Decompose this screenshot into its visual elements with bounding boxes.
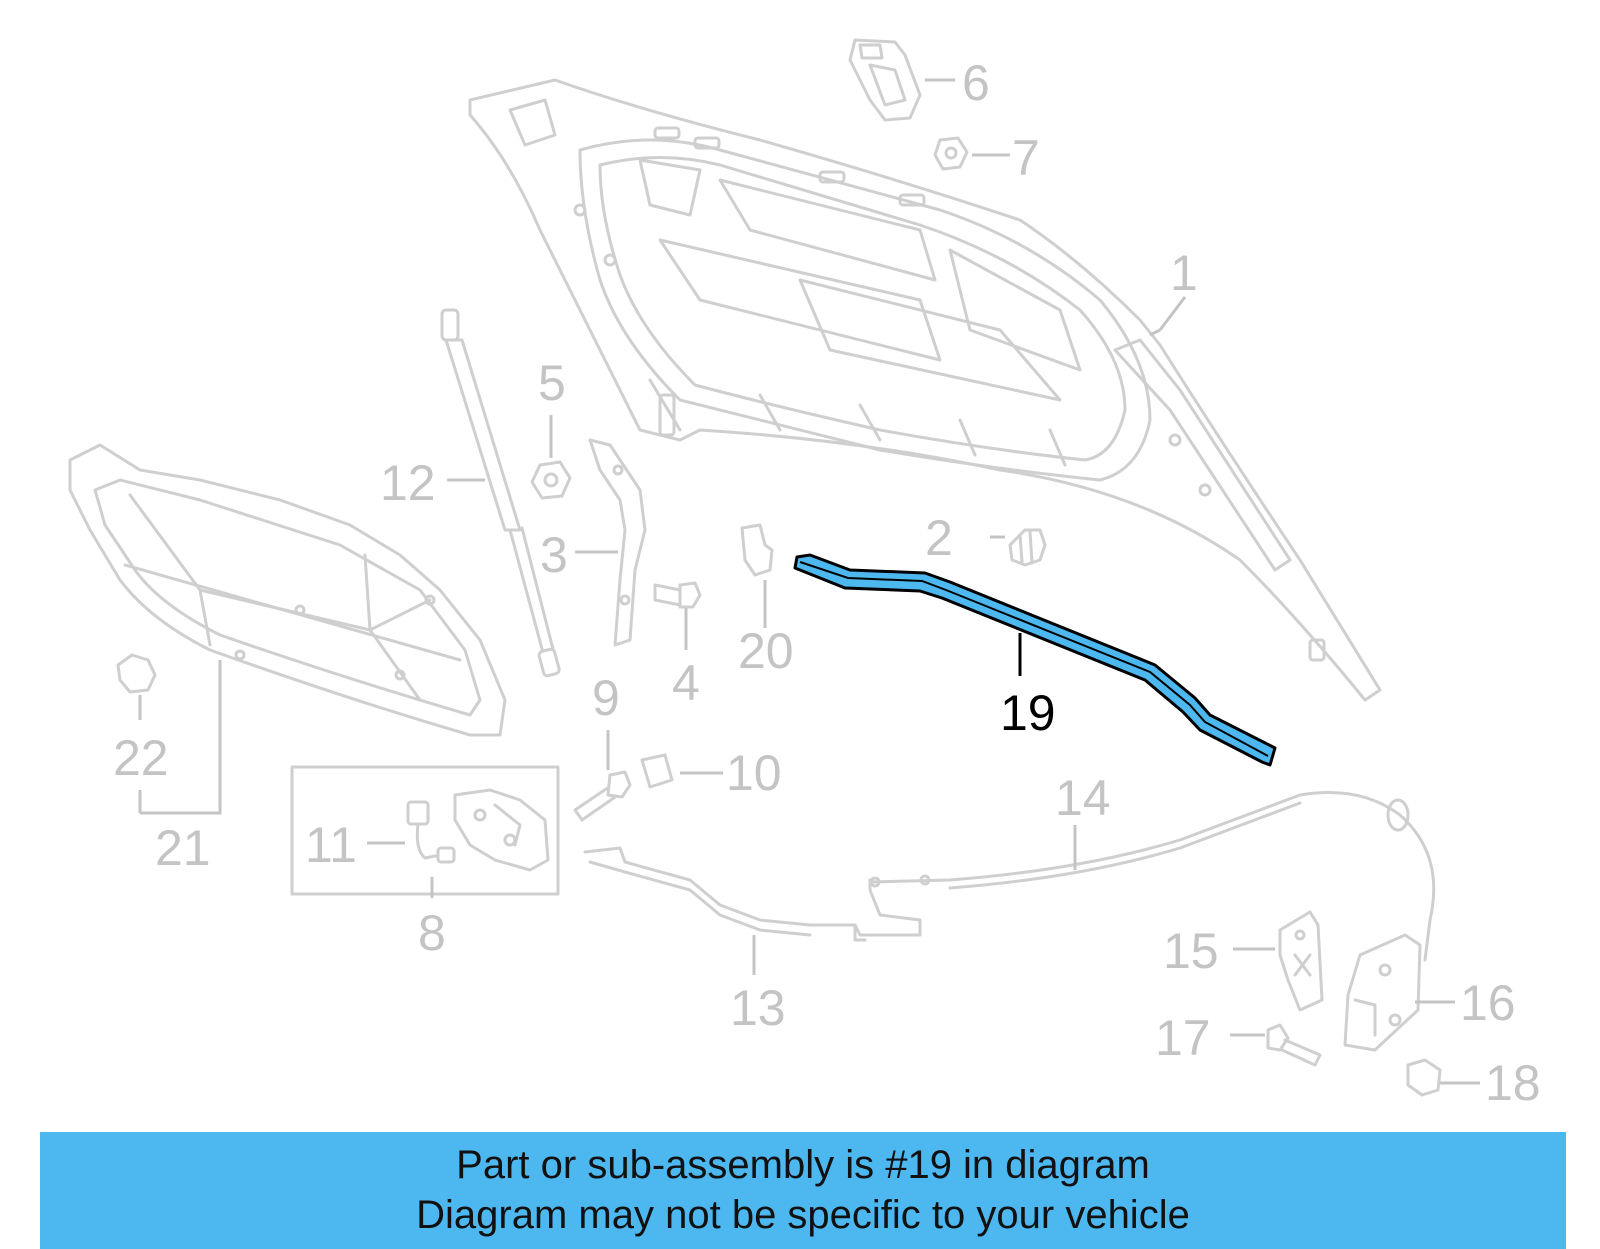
hinge-6 [848, 38, 922, 122]
bracket-15 [1278, 910, 1324, 1012]
label-5: 5 [538, 355, 566, 411]
latch-16 [1343, 933, 1422, 1052]
parts-diagram: 1 2 3 4 5 6 7 8 9 10 11 12 13 14 15 16 1… [68, 38, 1541, 1111]
clip-10 [640, 753, 674, 789]
label-1: 1 [1170, 245, 1198, 301]
callout-labels: 1 2 3 4 5 6 7 8 9 10 11 12 13 14 15 16 1… [113, 55, 1541, 1111]
banner-line-part: Part or sub-assembly is #19 in diagram [456, 1143, 1150, 1187]
nut-7 [933, 136, 969, 171]
label-15: 15 [1163, 923, 1219, 979]
clip-22 [116, 653, 157, 694]
banner-line-disclaimer: Diagram may not be specific to your vehi… [416, 1193, 1190, 1237]
label-14: 14 [1055, 770, 1111, 826]
label-3: 3 [540, 527, 568, 583]
label-20: 20 [738, 623, 794, 679]
hood-strut [440, 308, 561, 678]
label-17: 17 [1155, 1010, 1211, 1066]
harness-11 [406, 800, 456, 864]
hood-insulator [68, 443, 507, 737]
info-banner: Part or sub-assembly is #19 in diagram D… [40, 1132, 1566, 1249]
release-cable-14 [868, 791, 1436, 962]
leader-lines [138, 78, 1480, 1085]
latch-assembly [290, 765, 560, 896]
hood-panel [468, 78, 1382, 702]
bumper-20 [740, 523, 774, 577]
label-18: 18 [1485, 1055, 1541, 1111]
label-7: 7 [1012, 130, 1040, 186]
label-16: 16 [1460, 975, 1516, 1031]
label-8: 8 [418, 905, 446, 961]
bolt-17 [1266, 1023, 1322, 1067]
label-21: 21 [155, 820, 211, 876]
label-11: 11 [305, 817, 357, 873]
label-10: 10 [726, 745, 782, 801]
clip-18 [1406, 1058, 1442, 1097]
label-6: 6 [962, 55, 990, 111]
bolt-4 [653, 581, 702, 609]
release-cable-13 [583, 846, 922, 942]
nut-5 [530, 460, 572, 500]
weatherstrip-19 [793, 553, 1277, 767]
label-22: 22 [113, 730, 169, 786]
hood-hinge [588, 438, 647, 647]
label-12: 12 [380, 455, 436, 511]
label-19: 19 [1000, 685, 1056, 741]
bolt-9 [573, 770, 632, 822]
label-2: 2 [925, 510, 953, 566]
stopper-2 [1008, 528, 1047, 567]
label-4: 4 [672, 655, 700, 711]
label-13: 13 [730, 980, 786, 1036]
label-9: 9 [592, 670, 620, 726]
